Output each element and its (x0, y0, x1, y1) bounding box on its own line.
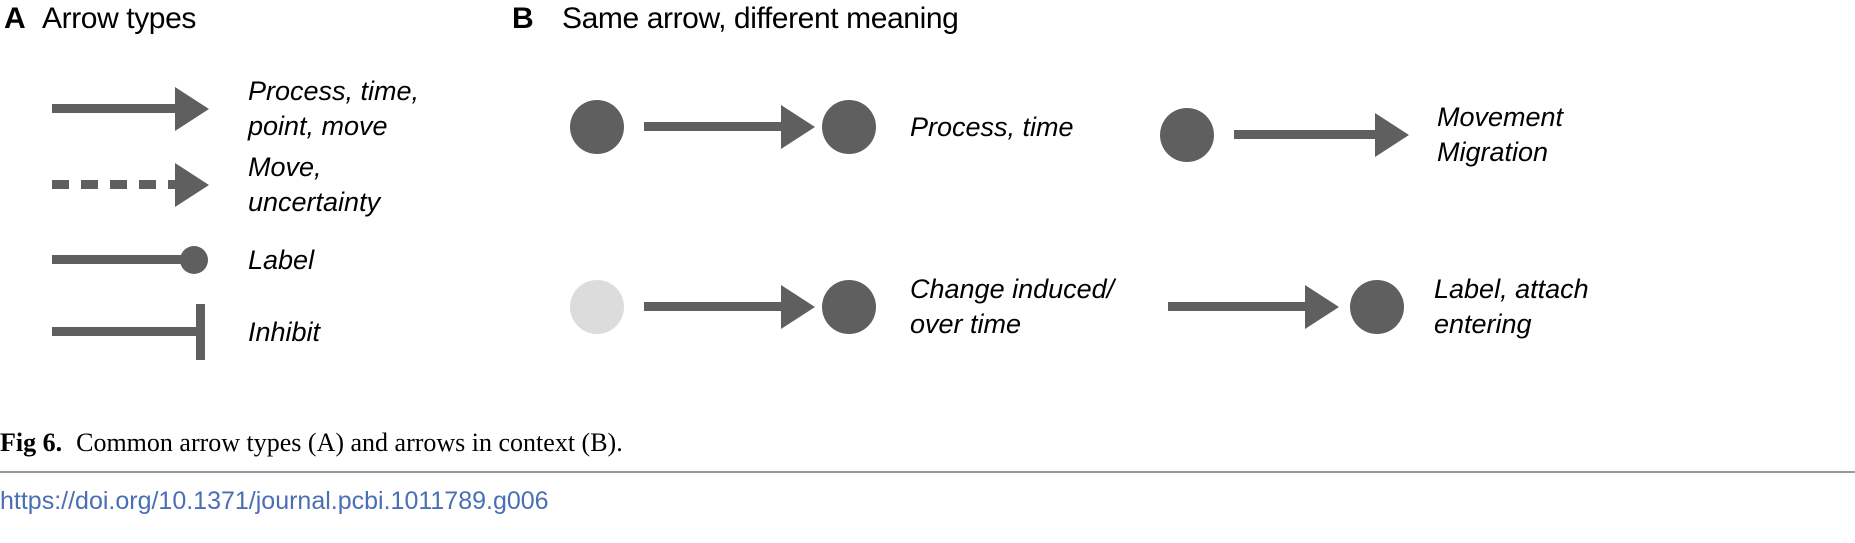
arrow-context-label: Process, time (910, 111, 1074, 142)
dashed-arrow-icon (52, 157, 210, 213)
line-dot-icon (52, 232, 210, 288)
source-node-light (570, 279, 624, 334)
target-node-dark (822, 100, 876, 154)
arrow-context-item: Label, attach entering (1168, 272, 1589, 341)
figure-canvas: A Arrow types Process, time, point, move… (4, 2, 1589, 360)
arrow-context-item: Movement Migration (1160, 100, 1563, 169)
arrow-context-label: Label, attach entering (1434, 274, 1589, 339)
solid-arrow-icon (644, 100, 816, 154)
arrow-type-row: Move, uncertainty (52, 150, 380, 219)
arrow-type-row: Label (52, 232, 314, 288)
arrow-type-label: Inhibit (248, 316, 321, 347)
solid-arrow-icon (644, 280, 816, 334)
panel-a-title: Arrow types (42, 2, 196, 35)
doi-link[interactable]: https://doi.org/10.1371/journal.pcbi.101… (0, 487, 549, 515)
arrow-context-label: Movement Migration (1437, 102, 1564, 167)
solid-arrow-icon (1168, 280, 1346, 334)
panel-b-letter: B (512, 2, 534, 35)
caption-text: Common arrow types (A) and arrows in con… (76, 428, 623, 457)
target-node-dark (822, 279, 876, 334)
arrow-type-label: Process, time, point, move (248, 76, 420, 141)
arrow-type-row: Inhibit (52, 304, 320, 360)
arrow-type-row: Process, time, point, move (52, 74, 419, 143)
source-node-dark (570, 100, 624, 154)
panel-b-title: Same arrow, different meaning (562, 2, 959, 35)
arrow-context-label: Change induced/ over time (910, 274, 1115, 339)
solid-arrow-icon (1234, 108, 1419, 162)
arrow-type-label: Label (248, 244, 315, 275)
caption-divider (0, 471, 1855, 473)
figure-number: Fig 6. (0, 428, 63, 457)
arrow-context-item: Process, time (570, 100, 1074, 154)
panel-a-letter: A (4, 2, 26, 35)
solid-arrow-icon (52, 81, 210, 137)
arrow-type-label: Move, uncertainty (248, 152, 381, 217)
figure-caption: Fig 6. Common arrow types (A) and arrows … (0, 428, 1855, 458)
source-node-dark (1160, 107, 1214, 162)
arrow-context-item: Change induced/ over time (570, 272, 1114, 341)
inhibit-bar-icon (52, 304, 210, 360)
target-node-dark (1350, 279, 1404, 334)
